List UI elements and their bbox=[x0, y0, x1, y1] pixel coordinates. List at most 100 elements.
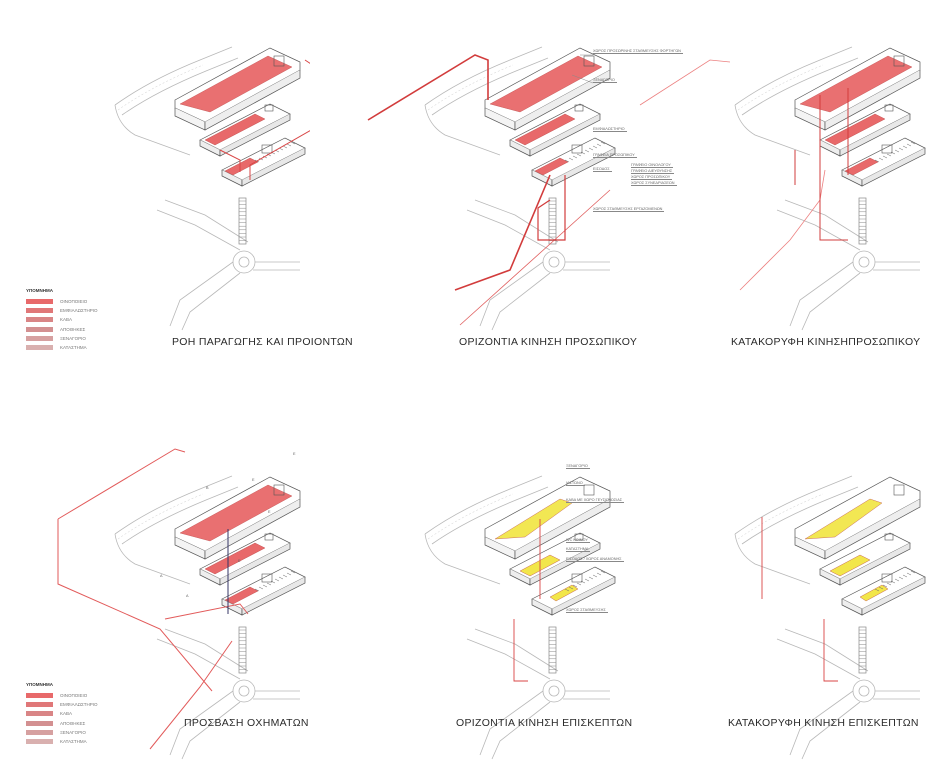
legend-swatch bbox=[26, 693, 53, 698]
legend: ΥΠΟΜΝΗΜΑ ΟΙΝΟΠΟΙΕΙΟ ΕΜΦΙΑΛΩΣΤΗΡΙΟ ΚΑΒΑ Α… bbox=[26, 682, 98, 746]
legend-label: ΕΜΦΙΑΛΩΣΤΗΡΙΟ bbox=[60, 308, 98, 313]
vehicle-route bbox=[150, 641, 232, 749]
legend-item: ΕΜΦΙΑΛΩΣΤΗΡΙΟ bbox=[26, 700, 98, 709]
annotation-label: ΙΑΣΤΩΝΟ bbox=[566, 481, 585, 486]
roundabout bbox=[233, 680, 255, 702]
legend-swatch bbox=[26, 711, 53, 716]
site-group bbox=[640, 47, 925, 330]
legend-item: ΞΕΝΑΓΟΡΙΟ bbox=[26, 728, 98, 737]
legend-swatch bbox=[26, 739, 53, 744]
road bbox=[182, 273, 240, 330]
annotation-label: ΕΙΣΟΔΟΣ bbox=[593, 167, 612, 172]
roundabout bbox=[549, 686, 559, 696]
annotation-label: ΕΙΣΟΔΟΣ / ΧΩΡΟΣ ΑΝΑΜΟΝΗΣ bbox=[566, 557, 624, 562]
road bbox=[165, 200, 248, 242]
panel-title: ΚΑΤΑΚΟΡΥΦΗ ΚΙΝΗΣΗ ΕΠΙΣΚΕΠΤΩΝ bbox=[728, 717, 919, 729]
road bbox=[157, 639, 240, 679]
roundabout bbox=[239, 686, 249, 696]
panel-title: ΡΟΗ ΠΑΡΑΓΩΓΗΣ ΚΑΙ ΠΡΟΙΟΝΤΩΝ bbox=[172, 336, 353, 348]
legend: ΥΠΟΜΝΗΜΑ ΟΙΝΟΠΟΙΕΙΟ ΕΜΦΙΑΛΩΣΤΗΡΙΟ ΚΑΒΑ Α… bbox=[26, 288, 98, 352]
legend-swatch bbox=[26, 327, 53, 332]
legend-title: ΥΠΟΜΝΗΜΑ bbox=[26, 682, 98, 687]
legend-item: ΑΠΟΘΗΚΕΣ bbox=[26, 719, 98, 728]
roundabout bbox=[859, 257, 869, 267]
road bbox=[785, 200, 868, 242]
annotation-label: ΧΩΡΟΣ ΣΤΑΘΜΕΥΣΗΣ bbox=[566, 608, 608, 613]
panel-staff-vertical bbox=[620, 0, 930, 389]
legend-item: ΚΑΤΑΣΤΗΜΑ bbox=[26, 343, 98, 352]
annotation-label: ΚΑΤΑΣΤΗΜΑ bbox=[566, 547, 590, 552]
legend-swatch bbox=[26, 702, 53, 707]
annotation-label: WC ΚΟΙΝΟΥ bbox=[566, 538, 590, 543]
roundabout bbox=[543, 251, 565, 273]
annotation-label: ΞΕΝΑΓΟΡΙΟ bbox=[566, 464, 590, 469]
road bbox=[467, 639, 550, 679]
roundabout bbox=[543, 680, 565, 702]
site-group bbox=[115, 47, 310, 330]
legend-item: ΚΑΒΑ bbox=[26, 709, 98, 718]
legend-label: ΟΙΝΟΠΟΙΕΙΟ bbox=[60, 693, 87, 698]
annotation-label: ΓΡΑΦΕΙΑ ΠΡΟΣΩΠΙΚΟΥ bbox=[593, 153, 637, 158]
road bbox=[475, 629, 558, 671]
vehicle-label: Α bbox=[186, 594, 191, 598]
legend-label: ΞΕΝΑΓΟΡΙΟ bbox=[60, 336, 86, 341]
road bbox=[492, 273, 550, 330]
visitor-route bbox=[824, 619, 838, 681]
road bbox=[170, 262, 233, 326]
roundabout bbox=[853, 251, 875, 273]
vehicle-label: Β bbox=[206, 486, 211, 490]
legend-item: ΚΑΒΑ bbox=[26, 315, 98, 324]
road bbox=[785, 629, 868, 671]
legend-swatch bbox=[26, 730, 53, 735]
staff-route bbox=[740, 170, 825, 290]
legend-swatch bbox=[26, 308, 53, 313]
legend-label: ΚΑΤΑΣΤΗΜΑ bbox=[60, 739, 87, 744]
legend-item: ΞΕΝΑΓΟΡΙΟ bbox=[26, 334, 98, 343]
legend-item: ΟΙΝΟΠΟΙΕΙΟ bbox=[26, 691, 98, 700]
roundabout bbox=[853, 680, 875, 702]
vehicle-label: Ε bbox=[238, 559, 243, 563]
road bbox=[777, 639, 860, 679]
vehicle-label: Ε bbox=[268, 510, 273, 514]
panel-title: ΠΡΟΣΒΑΣΗ ΟΧΗΜΑΤΩΝ bbox=[184, 717, 309, 729]
legend-label: ΕΜΦΙΑΛΩΣΤΗΡΙΟ bbox=[60, 702, 98, 707]
vehicle-label: Ε bbox=[293, 452, 298, 456]
visitor-route bbox=[514, 619, 528, 681]
legend-title: ΥΠΟΜΝΗΜΑ bbox=[26, 288, 98, 293]
road bbox=[777, 210, 860, 250]
road bbox=[157, 210, 240, 250]
road bbox=[802, 273, 860, 330]
site-diagram bbox=[310, 0, 620, 389]
staff-route bbox=[368, 55, 488, 120]
panel-title: ΟΡΙΖΟΝΤΙΑ ΚΙΝΗΣΗ ΕΠΙΣΚΕΠΤΩΝ bbox=[456, 717, 632, 729]
annotation-label: ΧΩΡΟΣ ΣΤΑΘΜΕΥΣΗΣ ΕΡΓΑΖΟΜΕΝΩΝ bbox=[593, 207, 664, 212]
vehicle-label: Α bbox=[160, 574, 165, 578]
legend-label: ΚΑΒΑ bbox=[60, 711, 72, 716]
panel-title: ΟΡΙΖΟΝΤΙΑ ΚΙΝΗΣΗ ΠΡΟΣΩΠΙΚΟΥ bbox=[459, 336, 637, 348]
legend-swatch bbox=[26, 345, 53, 350]
roundabout bbox=[859, 686, 869, 696]
panel-staff-horizontal bbox=[310, 0, 620, 389]
legend-swatch bbox=[26, 336, 53, 341]
legend-swatch bbox=[26, 299, 53, 304]
legend-swatch bbox=[26, 317, 53, 322]
staff-route bbox=[455, 175, 550, 290]
roundabout bbox=[233, 251, 255, 273]
legend-label: ΞΕΝΑΓΟΡΙΟ bbox=[60, 730, 86, 735]
legend-label: ΑΠΟΘΗΚΕΣ bbox=[60, 327, 85, 332]
annotation-label: ΧΩΡΟΣ ΠΡΟΣΩΠΙΚΟΥ bbox=[631, 175, 672, 180]
road bbox=[182, 702, 240, 759]
annotation-label: ΧΩΡΟΣ ΠΡΟΣΩΡΙΝΗΣ ΣΤΑΘΜΕΥΣΗΣ ΦΟΡΤΗΓΩΝ bbox=[593, 49, 683, 54]
road bbox=[480, 262, 543, 326]
annotation-label: ΚΑΒΑ ΜΕ ΧΩΡΟ ΓΕΥΣΙΓΝΩΣΙΑΣ bbox=[566, 498, 624, 503]
legend-swatch bbox=[26, 721, 53, 726]
site-group bbox=[368, 47, 615, 330]
legend-label: ΑΠΟΘΗΚΕΣ bbox=[60, 721, 85, 726]
staff-route bbox=[640, 60, 730, 105]
panel-title: ΚΑΤΑΚΟΡΥΦΗ ΚΙΝΗΣΗΠΡΟΣΩΠΙΚΟΥ bbox=[731, 336, 920, 348]
site-diagram bbox=[620, 0, 930, 389]
annotation-label: ΞΕΝΑΓΟΡΙΟ bbox=[593, 78, 617, 83]
legend-label: ΚΑΒΑ bbox=[60, 317, 72, 322]
annotation-label: ΧΩΡΟΣ ΣΥΝΕΔΡΙΑΣΕΩΝ bbox=[631, 181, 677, 186]
legend-item: ΑΠΟΘΗΚΕΣ bbox=[26, 325, 98, 334]
